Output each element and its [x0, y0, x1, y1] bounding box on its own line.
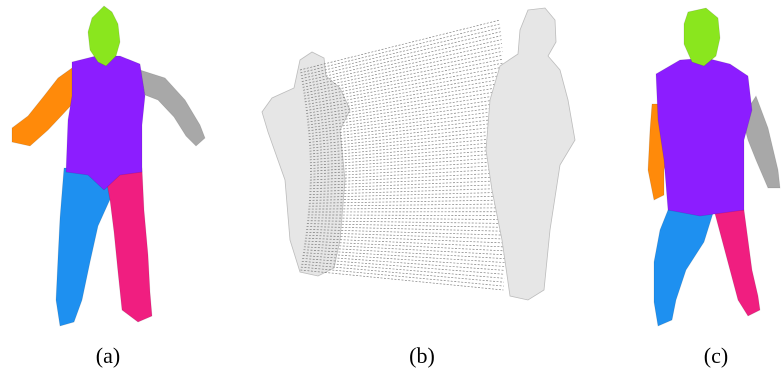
- correspondence-line: [306, 223, 508, 228]
- correspondence-line: [305, 66, 504, 106]
- correspondence-line: [304, 62, 504, 103]
- correspondence-line: [307, 90, 506, 123]
- correspondence-line: [309, 180, 509, 190]
- correspondence-line: [308, 117, 507, 143]
- correspondence-line: [309, 148, 508, 167]
- correspondence-line: [309, 172, 509, 184]
- correspondence-line: [300, 269, 504, 291]
- panel-c-right-arm: [741, 95, 781, 189]
- correspondence-line: [307, 214, 508, 217]
- correspondence-line: [309, 125, 508, 149]
- correspondence-line: [304, 58, 504, 100]
- correspondence-line: [309, 187, 509, 195]
- correspondence-line: [306, 86, 505, 120]
- correspondence-line: [307, 97, 506, 129]
- correspondence-line: [307, 220, 508, 224]
- correspondence-line: [309, 121, 507, 146]
- panel-b-target-mesh: [485, 7, 576, 301]
- correspondence-line: [302, 39, 502, 85]
- correspondence-line: [305, 70, 504, 109]
- correspondence-line: [306, 82, 505, 117]
- caption-a: (a): [95, 343, 121, 368]
- correspondence-line: [309, 156, 508, 172]
- correspondence-line: [308, 203, 508, 207]
- correspondence-line: [301, 260, 505, 279]
- correspondence-line: [300, 266, 504, 287]
- correspondence-line: [309, 176, 509, 187]
- correspondence-line: [309, 144, 508, 164]
- panel-a-right-leg: [103, 167, 153, 323]
- panel-c-right-leg: [713, 209, 761, 317]
- correspondence-line: [300, 23, 501, 74]
- correspondence-line: [307, 93, 506, 126]
- correspondence-line: [308, 109, 507, 138]
- panel-c-head: [683, 7, 721, 67]
- correspondence-line: [309, 137, 508, 158]
- correspondence-line: [309, 183, 509, 193]
- correspondence-line: [305, 234, 507, 244]
- caption-c: (c): [703, 343, 729, 368]
- correspondence-line: [300, 27, 501, 77]
- correspondence-line: [301, 31, 501, 80]
- correspondence-line: [309, 152, 508, 169]
- panel-c-torso: [655, 57, 753, 217]
- correspondence-line: [309, 164, 508, 178]
- correspondence-line: [308, 113, 507, 140]
- correspondence-line: [306, 226, 507, 232]
- panel-b-correspondence-lines: [299, 19, 509, 291]
- correspondence-line: [303, 54, 503, 97]
- correspondence-line: [303, 47, 503, 91]
- correspondence-line: [302, 258, 505, 275]
- caption-b: (b): [409, 343, 435, 368]
- correspondence-line: [309, 191, 508, 198]
- panel-a-segmented-figure: [11, 5, 206, 327]
- panel-a-left-arm: [11, 67, 77, 147]
- correspondence-line: [306, 229, 507, 236]
- correspondence-line: [303, 50, 503, 94]
- correspondence-line: [299, 19, 501, 71]
- correspondence-line: [309, 160, 508, 175]
- correspondence-line: [308, 195, 508, 201]
- panel-c-left-leg: [653, 209, 715, 327]
- correspondence-line: [309, 140, 508, 161]
- correspondence-line: [303, 249, 506, 263]
- correspondence-line: [305, 231, 507, 240]
- correspondence-line: [302, 255, 505, 271]
- panel-a-head: [87, 5, 121, 67]
- correspondence-line: [307, 217, 508, 220]
- correspondence-line: [308, 105, 507, 135]
- correspondence-line: [303, 252, 506, 267]
- panel-a-left-leg: [55, 167, 113, 327]
- correspondence-line: [302, 43, 502, 88]
- panel-a-right-arm: [139, 69, 206, 147]
- correspondence-line: [308, 101, 506, 132]
- panel-c-segmented-figure: [647, 7, 781, 327]
- correspondence-line: [309, 168, 509, 181]
- correspondence-line: [301, 263, 505, 283]
- correspondence-line: [303, 246, 506, 260]
- correspondence-line: [301, 35, 502, 82]
- panel-a-torso: [65, 55, 146, 191]
- panel-b-correspondence: [261, 7, 576, 301]
- correspondence-line: [309, 133, 508, 155]
- correspondence-line: [308, 207, 508, 210]
- correspondence-line: [304, 243, 506, 256]
- correspondence-line: [309, 129, 508, 152]
- correspondence-line: [308, 199, 508, 204]
